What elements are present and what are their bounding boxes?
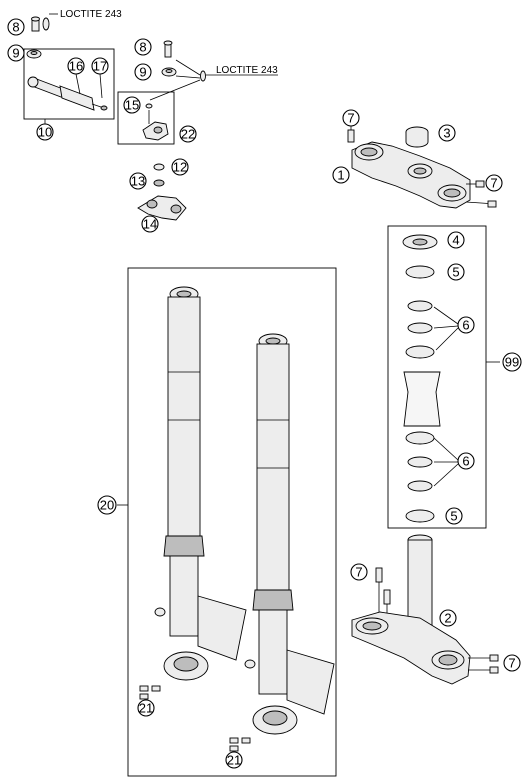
callout-6-top: 6: [457, 316, 475, 334]
callout-99: 99: [502, 352, 522, 372]
svg-text:17: 17: [93, 59, 107, 74]
fork-leg-left: [154, 286, 247, 681]
callout-7-lower-right: 7: [503, 654, 521, 672]
steering-damper-10: [27, 76, 108, 111]
callout-21-right: 21: [225, 751, 243, 769]
callout-9-top: 9: [7, 44, 25, 62]
callout-6-bottom: 6: [457, 452, 475, 470]
bearing-kit-parts: [402, 234, 441, 523]
svg-text:21: 21: [139, 701, 153, 716]
callout-21-left: 21: [137, 699, 155, 717]
lower-triple-clamp-2: [351, 534, 471, 685]
callout-5-bottom: 5: [445, 507, 463, 525]
washers-12-13: [153, 163, 165, 187]
svg-text:20: 20: [100, 498, 114, 513]
callout-22: 22: [179, 125, 197, 143]
svg-text:7: 7: [355, 565, 362, 580]
clamp-group-box: [117, 91, 175, 145]
callout-13: 13: [129, 172, 147, 190]
svg-text:16: 16: [69, 59, 83, 74]
plug-3: [405, 126, 429, 148]
callout-16: 16: [67, 57, 85, 75]
upper-triple-clamp-1: [351, 141, 471, 209]
svg-text:7: 7: [347, 111, 354, 126]
svg-text:1: 1: [337, 168, 344, 183]
svg-text:2: 2: [444, 611, 451, 626]
svg-text:9: 9: [139, 65, 146, 80]
bearing-kit-box: [387, 225, 487, 529]
callout-2: 2: [439, 609, 457, 627]
callout-9-mid: 9: [134, 63, 152, 81]
svg-text:5: 5: [452, 265, 459, 280]
svg-text:10: 10: [38, 125, 52, 140]
svg-text:8: 8: [139, 40, 146, 55]
bolt-8-top: [31, 16, 50, 32]
svg-text:6: 6: [462, 454, 469, 469]
svg-text:5: 5: [450, 509, 457, 524]
callout-14: 14: [141, 215, 159, 233]
washer-9-top: [26, 49, 42, 59]
steering-damper-group-box: [23, 48, 115, 120]
callout-12: 12: [171, 158, 189, 176]
svg-text:21: 21: [227, 753, 241, 768]
bolts-7-right: [465, 180, 497, 208]
callout-7-lower-left: 7: [350, 563, 368, 581]
fork-group-box: [127, 267, 337, 777]
svg-text:14: 14: [143, 217, 157, 232]
callout-7-right-top: 7: [485, 174, 503, 192]
svg-text:15: 15: [125, 98, 139, 113]
svg-text:6: 6: [462, 318, 469, 333]
svg-text:13: 13: [131, 174, 145, 189]
svg-text:3: 3: [443, 126, 450, 141]
bolts-7-lower-right: [468, 654, 499, 674]
bolts-21-left: [139, 685, 161, 700]
svg-text:7: 7: [490, 176, 497, 191]
loctite-note-top: LOCTITE 243: [60, 9, 122, 20]
svg-text:9: 9: [12, 46, 19, 61]
svg-text:8: 8: [12, 20, 19, 35]
callout-7-top: 7: [342, 109, 360, 127]
clamp-22: [142, 103, 169, 141]
callout-20: 20: [97, 495, 117, 515]
svg-text:99: 99: [505, 355, 519, 370]
svg-text:22: 22: [181, 127, 195, 142]
callout-5-top: 5: [447, 263, 465, 281]
bolts-21-right: [229, 737, 251, 752]
callout-10: 10: [36, 123, 54, 141]
svg-text:4: 4: [452, 233, 459, 248]
washer-9-mid: [161, 67, 177, 77]
loctite-note-mid: LOCTITE 243: [216, 65, 278, 76]
callout-4: 4: [447, 231, 465, 249]
callout-3: 3: [438, 124, 456, 142]
callout-8-mid: 8: [134, 38, 152, 56]
callout-15: 15: [123, 96, 141, 114]
bracket-14: [137, 195, 187, 221]
callout-17: 17: [91, 57, 109, 75]
fork-leg-right: [244, 333, 335, 735]
svg-text:7: 7: [508, 656, 515, 671]
callout-8-top: 8: [7, 18, 25, 36]
bolt-8-mid: [163, 40, 173, 58]
callout-1: 1: [332, 166, 350, 184]
svg-text:12: 12: [173, 160, 187, 175]
